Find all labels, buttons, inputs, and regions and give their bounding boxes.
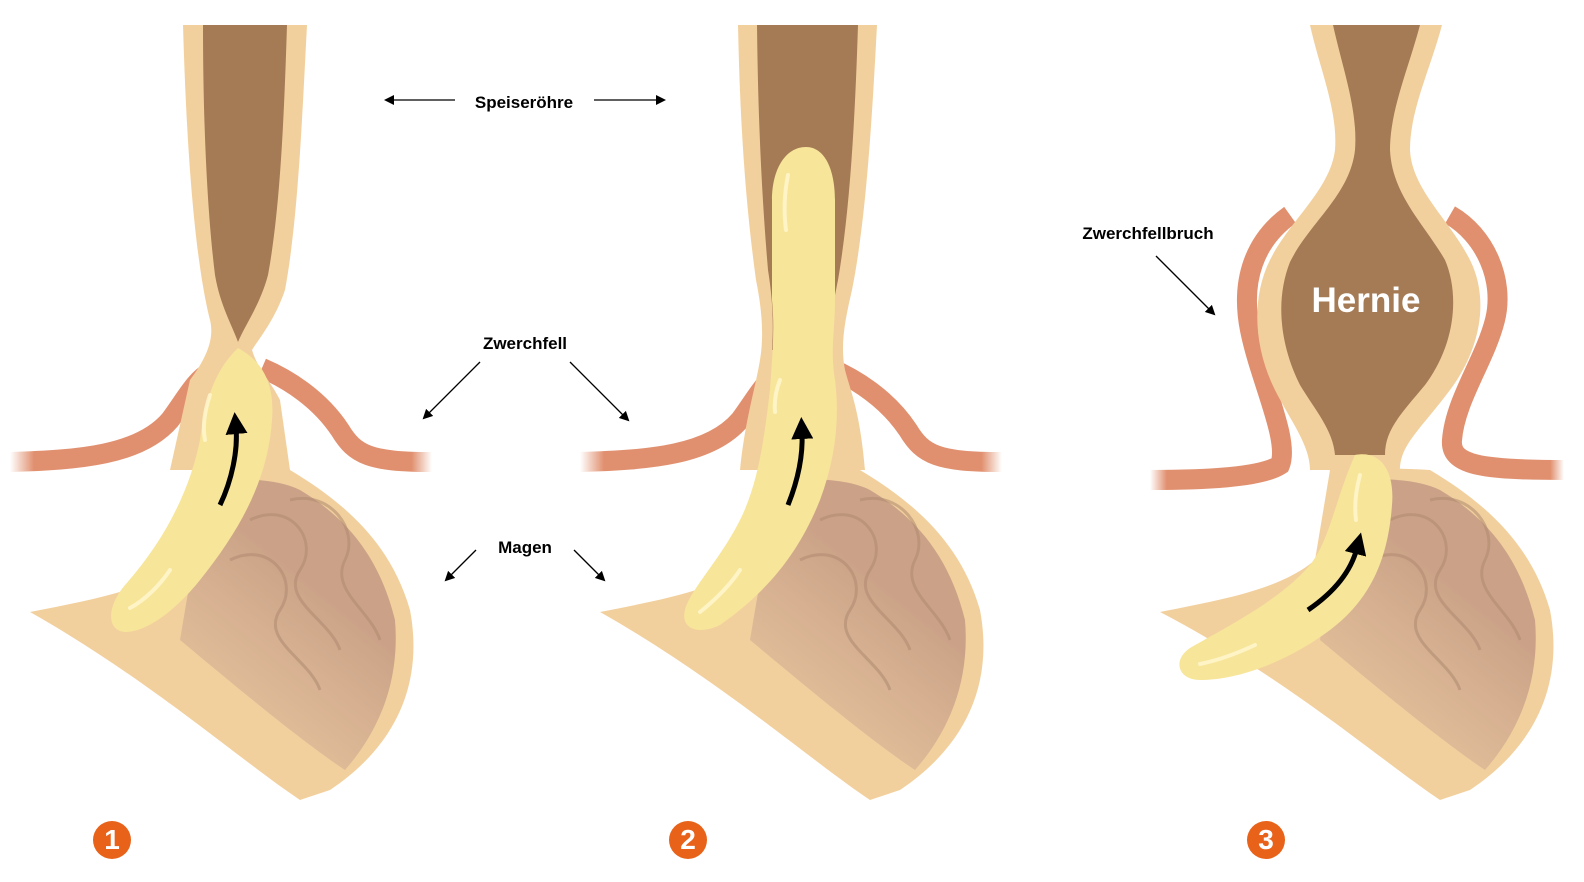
hernia-pointer-label: Zwerchfellbruch: [1082, 224, 1213, 244]
stage-2-badge: 2: [669, 821, 707, 859]
hernia-label: Hernie: [1312, 281, 1421, 321]
diaphragm-pointer-right: [570, 362, 628, 420]
stage-1-badge: 1: [93, 821, 131, 859]
diaphragm-pointer-left: [424, 362, 480, 418]
hernia-pointer: [1156, 256, 1214, 314]
esophagus-label: Speiseröhre: [475, 93, 573, 113]
diaphragm-label: Zwerchfell: [483, 334, 567, 354]
stage-3-illustration: [1150, 25, 1564, 800]
stomach-label: Magen: [498, 538, 552, 558]
stage-1-illustration: [10, 25, 432, 800]
stomach-pointer-left: [446, 550, 476, 580]
stomach-pointer-right: [574, 550, 604, 580]
diaphragm-1-right: [262, 368, 432, 462]
stage-2-illustration: [580, 25, 1002, 800]
stage-3-badge: 3: [1247, 821, 1285, 859]
